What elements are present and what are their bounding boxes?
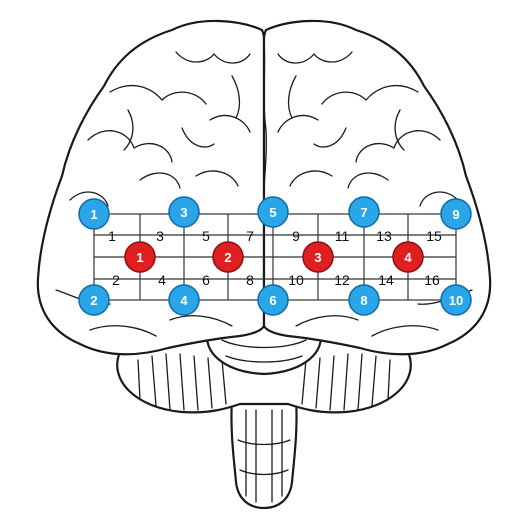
channel-label: 4: [158, 272, 166, 288]
channel-label: 14: [378, 272, 394, 288]
channel-label: 3: [156, 228, 164, 244]
channel-label: 13: [376, 228, 392, 244]
svg-text:4: 4: [180, 293, 188, 308]
channel-label: 2: [112, 272, 120, 288]
brainstem: [230, 398, 298, 510]
detector-node[interactable]: 1: [78, 198, 110, 230]
svg-text:8: 8: [360, 293, 367, 308]
svg-text:9: 9: [452, 207, 459, 222]
detector-node[interactable]: 7: [348, 196, 380, 228]
detector-node[interactable]: 5: [257, 196, 289, 228]
left-hemisphere: [36, 19, 266, 356]
svg-text:2: 2: [224, 250, 231, 265]
channel-label: 7: [246, 228, 254, 244]
source-node[interactable]: 1: [124, 241, 156, 273]
channel-label: 9: [292, 228, 300, 244]
source-node[interactable]: 2: [212, 241, 244, 273]
source-node[interactable]: 4: [392, 241, 424, 273]
detectors: 1 2 3 4 5 6 7 8: [78, 196, 472, 316]
svg-text:3: 3: [314, 250, 321, 265]
svg-text:7: 7: [360, 205, 367, 220]
detector-node[interactable]: 4: [168, 284, 200, 316]
detector-node[interactable]: 9: [440, 198, 472, 230]
channel-label: 6: [202, 272, 210, 288]
svg-text:1: 1: [90, 207, 97, 222]
sources: 1 2 3 4: [124, 241, 424, 273]
svg-text:1: 1: [136, 250, 143, 265]
channel-label: 16: [424, 272, 440, 288]
detector-node[interactable]: 8: [348, 284, 380, 316]
detector-node[interactable]: 3: [168, 196, 200, 228]
longitudinal-fissure: [262, 39, 268, 211]
channel-label: 15: [426, 228, 442, 244]
source-node[interactable]: 3: [302, 241, 334, 273]
svg-text:2: 2: [90, 293, 97, 308]
svg-text:10: 10: [449, 293, 463, 308]
detector-node[interactable]: 10: [440, 284, 472, 316]
channel-label: 12: [334, 272, 350, 288]
svg-text:4: 4: [404, 250, 412, 265]
svg-text:6: 6: [269, 293, 276, 308]
svg-text:3: 3: [180, 205, 187, 220]
detector-node[interactable]: 2: [78, 284, 110, 316]
channel-label: 11: [335, 228, 350, 244]
channel-label: 1: [108, 228, 116, 244]
channel-label: 10: [288, 272, 304, 288]
svg-text:5: 5: [269, 205, 276, 220]
channel-labels: 1 2 3 4 5 6 7 8 9 10 11 12 13 14 15 16: [108, 228, 442, 288]
channel-label: 8: [246, 272, 254, 288]
detector-node[interactable]: 6: [257, 284, 289, 316]
channel-label: 5: [202, 228, 210, 244]
